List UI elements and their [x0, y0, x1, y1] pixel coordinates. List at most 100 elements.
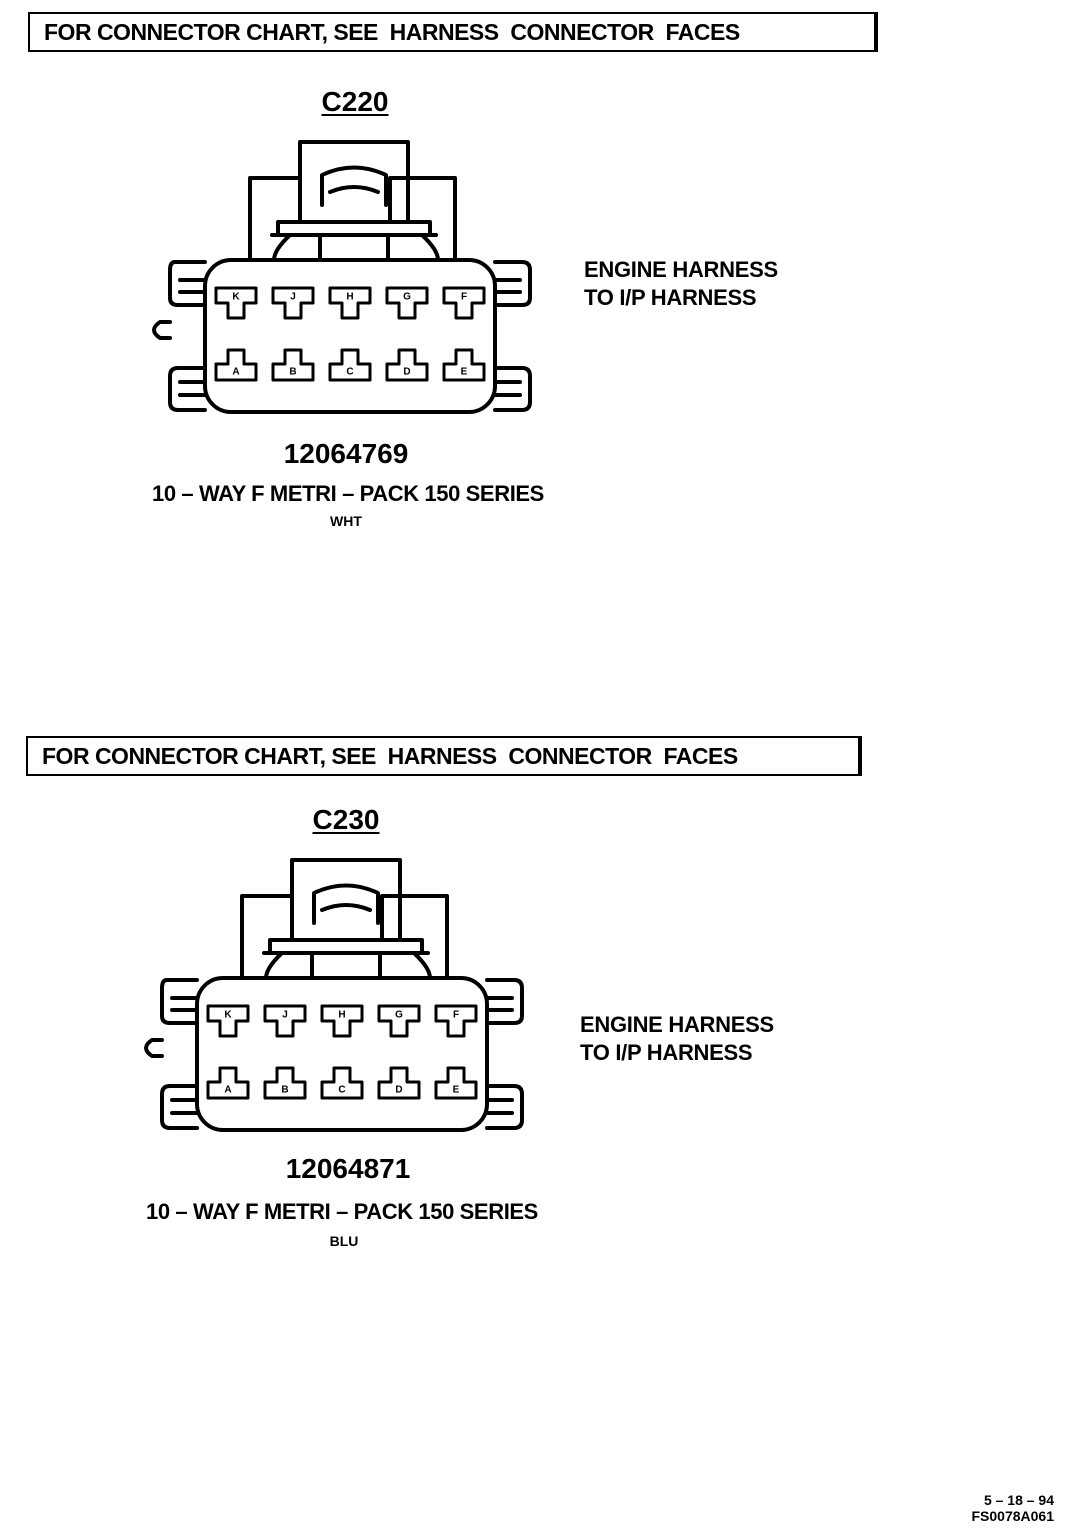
latch-rib [310, 951, 382, 980]
pin-label: K [224, 1010, 232, 1021]
connector-body [203, 258, 497, 414]
latch-tab-inner [328, 185, 380, 194]
pin-cavity-outline [214, 348, 258, 382]
left-upper-flange-ribs [178, 278, 207, 294]
pin-label: F [453, 1010, 459, 1021]
part-number: 12064769 [283, 438, 409, 469]
pin-cavity: B [263, 1066, 307, 1100]
pin-cavity: D [385, 348, 429, 382]
pin-cavity-outline [206, 1066, 250, 1100]
latch-arm [264, 951, 432, 980]
pin-label: H [346, 292, 353, 303]
right-lower-flange-ribs [493, 380, 522, 397]
pin-cavity-outline [328, 348, 372, 382]
pin-cavity-outline [263, 1066, 307, 1100]
pin-cavity: C [320, 1066, 364, 1100]
connector-color: WHT [330, 513, 362, 529]
pin-cavity-outline [320, 1066, 364, 1100]
footer-code: FS0078A061 [971, 1508, 1054, 1524]
connector-face-diagram: K J H G F A B C D E [152, 140, 532, 414]
pin-label: H [338, 1010, 345, 1021]
pin-cavity-outline [377, 1004, 421, 1038]
pin-cavity-outline [271, 286, 315, 320]
pin-cavity: F [434, 1004, 478, 1038]
connector-face-diagram: K J H G F A B C D E [144, 858, 524, 1132]
right-upper-flange-ribs [493, 278, 522, 294]
latch-rib [318, 233, 390, 262]
harness-note: ENGINE HARNESS TO I/P HARNESS [584, 256, 778, 312]
pin-cavity-outline [263, 1004, 307, 1038]
left-ear [144, 1038, 164, 1058]
left-lower-flange [160, 1084, 199, 1130]
pin-cavity-outline [385, 286, 429, 320]
pin-cavity: J [271, 286, 315, 320]
pin-label: F [461, 292, 467, 303]
latch-body [290, 858, 402, 942]
part-number: 12064871 [285, 1153, 411, 1184]
pin-cavity: F [442, 286, 486, 320]
pin-label: C [346, 367, 353, 378]
latch-tab [320, 165, 388, 207]
right-upper-flange [493, 260, 532, 307]
drawing-footer: 5 – 18 – 94 FS0078A061 [971, 1492, 1054, 1524]
pin-label: A [232, 367, 239, 378]
pin-cavity: G [385, 286, 429, 320]
pin-cavity-outline [214, 286, 258, 320]
right-upper-flange [485, 978, 524, 1025]
pin-cavity-outline [442, 348, 486, 382]
pin-label: J [282, 1010, 288, 1021]
pin-cavity: A [206, 1066, 250, 1100]
pin-cavity: J [263, 1004, 307, 1038]
pin-cavity-outline [320, 1004, 364, 1038]
left-lower-flange-ribs [170, 1098, 199, 1115]
pin-cavity: E [434, 1066, 478, 1100]
pin-label: G [403, 292, 411, 303]
pin-cavity: E [442, 348, 486, 382]
connector-body [195, 976, 489, 1132]
right-lower-flange-ribs [485, 1098, 514, 1115]
right-lower-flange [485, 1084, 524, 1130]
pin-cavity: K [206, 1004, 250, 1038]
harness-note-line1: ENGINE HARNESS [580, 1012, 774, 1037]
pin-cavity-outline [434, 1066, 478, 1100]
pin-label: A [224, 1085, 231, 1096]
pin-label: G [395, 1010, 403, 1021]
left-upper-flange [168, 260, 207, 307]
pin-label: E [453, 1085, 460, 1096]
footer-date: 5 – 18 – 94 [983, 1492, 1054, 1508]
harness-note-line2: TO I/P HARNESS [580, 1040, 753, 1065]
pin-label: J [290, 292, 296, 303]
connector-color: BLU [329, 1233, 359, 1249]
pin-cavity: D [377, 1066, 421, 1100]
pin-cavity-outline [442, 286, 486, 320]
connector-chart-banner: FOR CONNECTOR CHART, SEE HARNESS CONNECT… [26, 736, 862, 776]
pin-cavity-outline [377, 1066, 421, 1100]
pin-cavity: C [328, 348, 372, 382]
pin-cavity: G [377, 1004, 421, 1038]
pin-label: D [395, 1085, 402, 1096]
pin-cavity: A [214, 348, 258, 382]
pin-label: C [338, 1085, 345, 1096]
pin-label: D [403, 367, 410, 378]
pin-cavity-outline [385, 348, 429, 382]
pin-label: K [232, 292, 240, 303]
harness-note-line2: TO I/P HARNESS [584, 285, 757, 310]
pin-cavity-outline [271, 348, 315, 382]
connector-chart-banner: FOR CONNECTOR CHART, SEE HARNESS CONNECT… [28, 12, 878, 52]
latch-tab [312, 883, 380, 925]
connector-id: C230 [312, 804, 380, 835]
latch-tab-inner [320, 903, 372, 912]
left-ear [152, 320, 172, 340]
connector-id: C220 [321, 86, 389, 117]
pin-cavity-outline [434, 1004, 478, 1038]
latch-arm [272, 233, 440, 262]
harness-note: ENGINE HARNESS TO I/P HARNESS [580, 1011, 774, 1067]
pin-cavity-outline [328, 286, 372, 320]
left-lower-flange-ribs [178, 380, 207, 397]
pin-cavity: B [271, 348, 315, 382]
left-upper-flange [160, 978, 199, 1025]
left-lower-flange [168, 366, 207, 412]
connector-description: 10 – WAY F METRI – PACK 150 SERIES [152, 481, 544, 506]
pin-label: B [281, 1085, 288, 1096]
pin-cavity: H [320, 1004, 364, 1038]
